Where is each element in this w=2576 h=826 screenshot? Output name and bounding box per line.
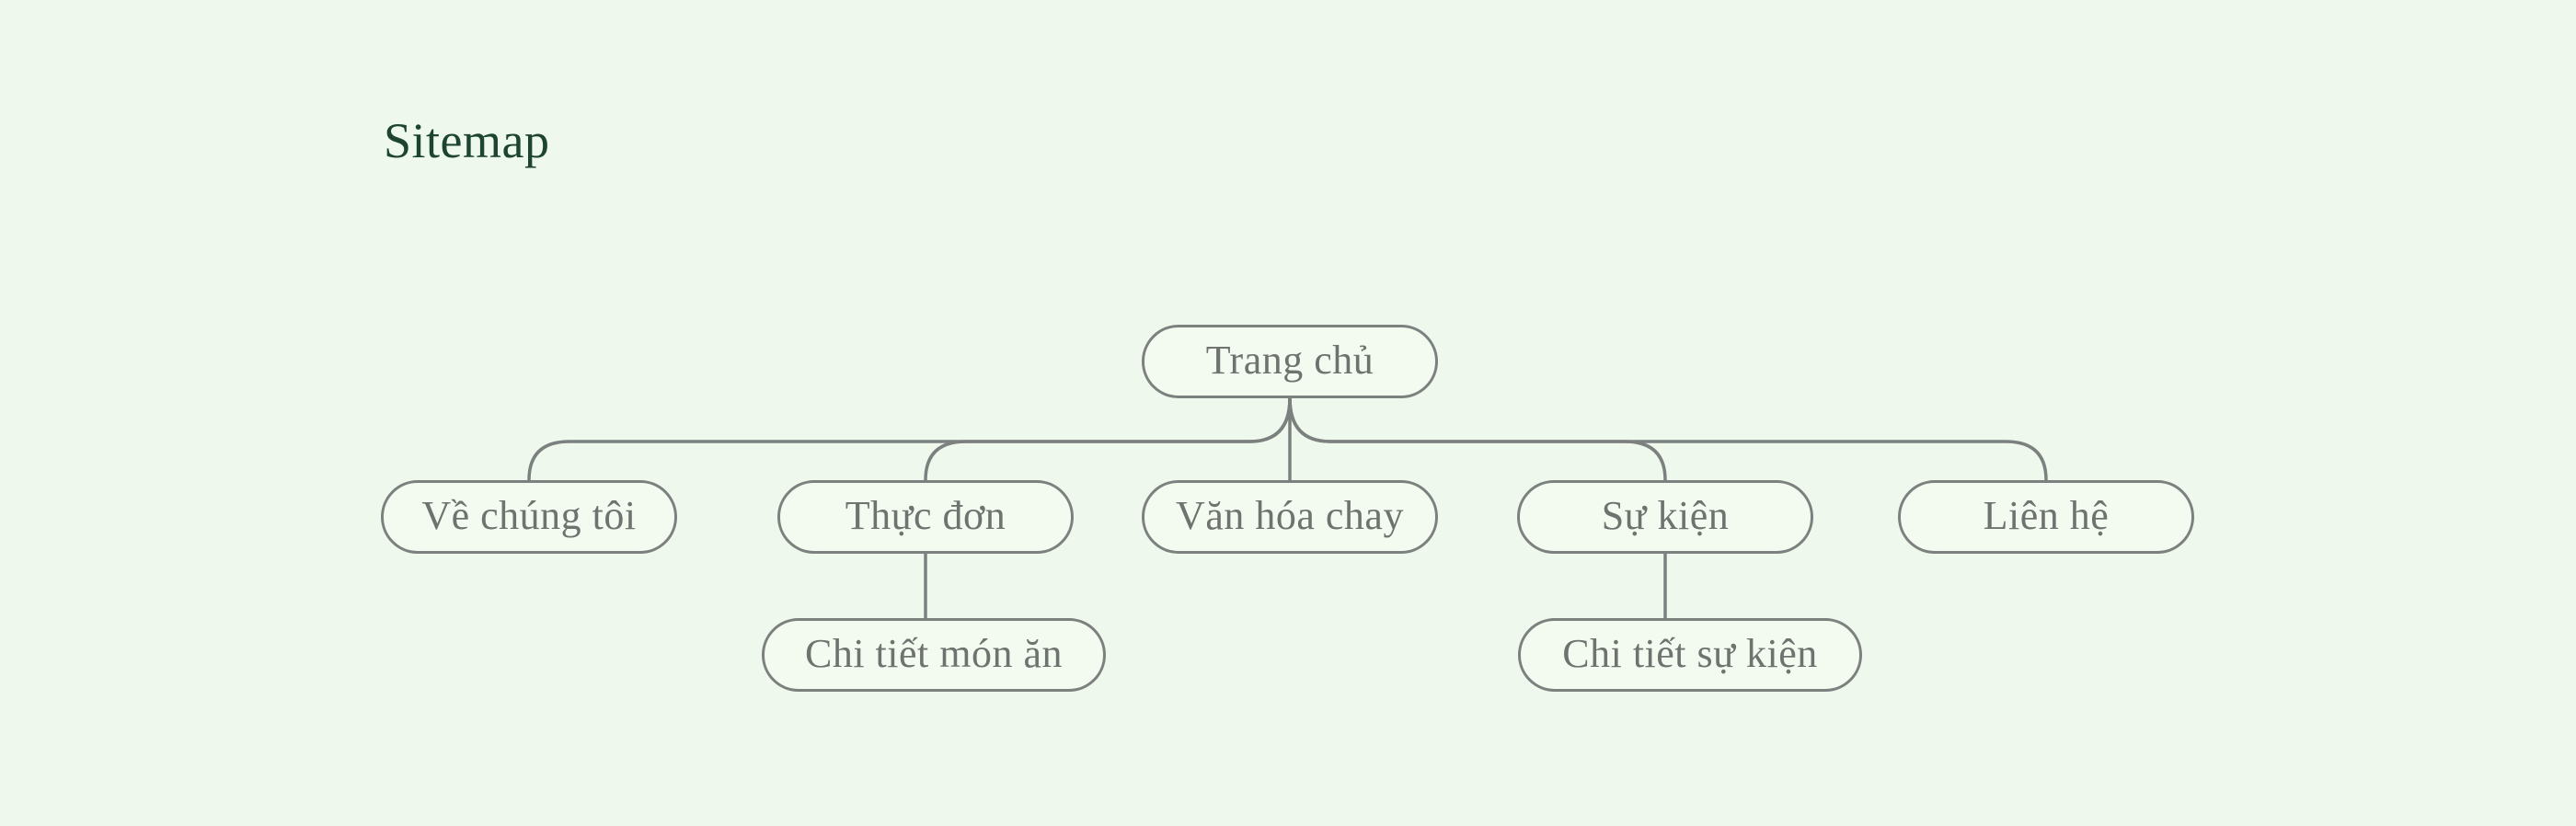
node-label: Văn hóa chay (1176, 492, 1404, 538)
node-label: Chi tiết món ăn (804, 630, 1064, 676)
node-ve-chung-toi[interactable]: Về chúng tôi (381, 480, 677, 554)
edge-home-contact (1288, 397, 2048, 481)
node-label: Sự kiện (1601, 492, 1730, 538)
node-thuc-don[interactable]: Thực đơn (777, 480, 1074, 554)
node-trang-chu[interactable]: Trang chủ (1142, 325, 1438, 398)
node-label: Trang chủ (1205, 337, 1374, 383)
node-label: Liên hệ (1983, 492, 2110, 538)
edge-home-about (527, 397, 1292, 481)
node-su-kien[interactable]: Sự kiện (1517, 480, 1813, 554)
node-label: Chi tiết sự kiện (1562, 630, 1818, 676)
edge-home-menu (924, 397, 1292, 481)
edge-home-events (1288, 397, 1667, 481)
node-chi-tiet-su-kien[interactable]: Chi tiết sự kiện (1518, 618, 1862, 692)
node-chi-tiet-mon-an[interactable]: Chi tiết món ăn (762, 618, 1106, 692)
node-label: Về chúng tôi (421, 492, 637, 538)
page-title: Sitemap (384, 113, 550, 168)
node-lien-he[interactable]: Liên hệ (1898, 480, 2194, 554)
node-van-hoa-chay[interactable]: Văn hóa chay (1142, 480, 1438, 554)
node-label: Thực đơn (845, 492, 1006, 538)
